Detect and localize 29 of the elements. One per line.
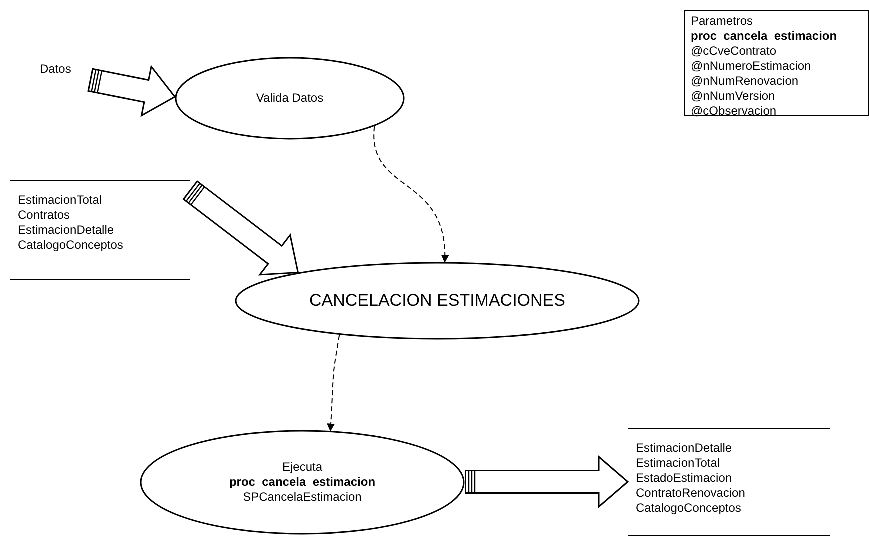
table-name: Contratos: [18, 208, 72, 223]
procedure-name: proc_cancela_estimacion: [691, 29, 838, 44]
data-store: [10, 180, 190, 280]
process-label: SPCancelaEstimacion: [243, 490, 362, 505]
table-name: ContratoRenovacion: [636, 486, 746, 501]
data-label: Datos: [40, 62, 72, 77]
table-name: EstimacionDetalle: [636, 441, 734, 456]
process-label: CANCELACION ESTIMACIONES: [310, 291, 566, 311]
arrow: [374, 126, 449, 264]
parameter-name: @nNumeroEstimacion: [691, 59, 812, 74]
block-arrow: [88, 66, 178, 117]
table-name: EstimacionTotal: [636, 456, 722, 471]
box-heading: Parametros: [691, 14, 754, 29]
procedure-name: proc_cancela_estimacion: [229, 475, 376, 490]
block-arrow: [465, 456, 629, 508]
table-name: EstadoEstimacion: [636, 471, 734, 486]
process-label: Ejecuta: [282, 460, 323, 475]
table-name: CatalogoConceptos: [18, 238, 124, 253]
table-name: EstimacionTotal: [18, 193, 104, 208]
data-store: [628, 428, 830, 536]
arrow: [327, 334, 340, 432]
table-name: CatalogoConceptos: [636, 501, 742, 516]
parameter-name: @nNumVersion: [691, 89, 776, 104]
parameter-name: @cCveContrato: [691, 44, 778, 59]
process-label: Valida Datos: [256, 91, 324, 106]
parameter-box: [684, 10, 869, 116]
table-name: EstimacionDetalle: [18, 223, 116, 238]
parameter-name: @cObservacion: [691, 104, 778, 119]
parameter-name: @nNumRenovacion: [691, 74, 800, 89]
